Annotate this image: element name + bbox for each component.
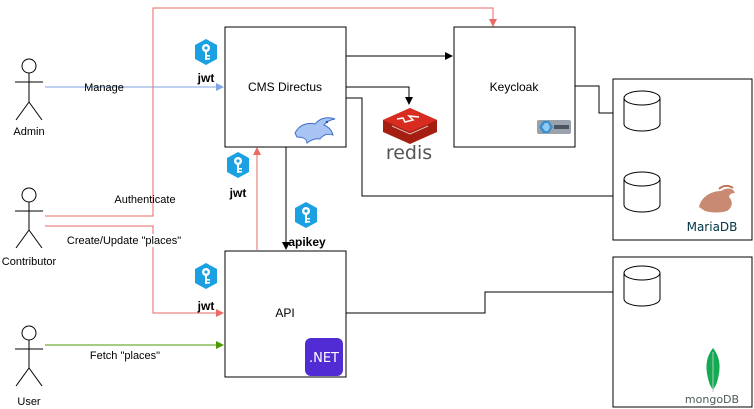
dotnet-logo-text: .NET xyxy=(309,351,339,366)
actor-admin xyxy=(15,58,43,121)
label-authenticate: Authenticate xyxy=(114,194,175,206)
label-manage: Manage xyxy=(84,82,124,94)
keycloak-label: Keycloak xyxy=(490,80,540,94)
edge-authenticate xyxy=(45,7,497,217)
jwt-label-api: jwt xyxy=(197,299,215,313)
edge-cms-to-mariadb xyxy=(346,97,623,200)
redis-label: redis xyxy=(386,142,432,164)
label-fetch: Fetch "places" xyxy=(90,350,160,362)
apikey-key-icon xyxy=(295,202,317,228)
mongodb-label: mongoDB xyxy=(685,393,739,406)
actor-contributor-label: Contributor xyxy=(2,256,57,268)
jwt-key-icon xyxy=(227,152,249,178)
directus-rabbit-icon xyxy=(294,117,336,144)
actor-contributor xyxy=(15,187,43,249)
edge-keycloak-to-mariadb xyxy=(575,85,623,117)
jwt-key-icon xyxy=(195,39,217,65)
label-create-update: Create/Update "places" xyxy=(67,235,181,247)
actor-user-label: User xyxy=(17,396,41,408)
cms-directus-label: CMS Directus xyxy=(248,80,322,94)
jwt-key-icon xyxy=(195,263,217,289)
api-label: API xyxy=(275,306,294,320)
dotnet-logo xyxy=(305,338,343,376)
edge-api-to-mongodb xyxy=(346,288,623,314)
mariadb-seal-icon xyxy=(699,184,735,213)
edge-cms-to-redis xyxy=(346,86,413,105)
jwt-label-cms: jwt xyxy=(197,71,215,85)
mariadb-cylinder-2 xyxy=(623,171,661,213)
mariadb-label: MariaDB xyxy=(687,220,738,234)
mariadb-cylinder-1 xyxy=(623,90,661,132)
edge-create-update xyxy=(45,225,224,317)
apikey-label: apikey xyxy=(288,235,326,249)
keycloak-key-icon xyxy=(537,120,571,134)
mongodb-cylinder xyxy=(623,265,661,307)
mongodb-leaf-icon xyxy=(706,348,720,392)
jwt-label-middle: jwt xyxy=(229,186,247,200)
actor-admin-label: Admin xyxy=(13,126,44,138)
redis-logo xyxy=(383,108,437,144)
actor-user xyxy=(15,325,43,387)
